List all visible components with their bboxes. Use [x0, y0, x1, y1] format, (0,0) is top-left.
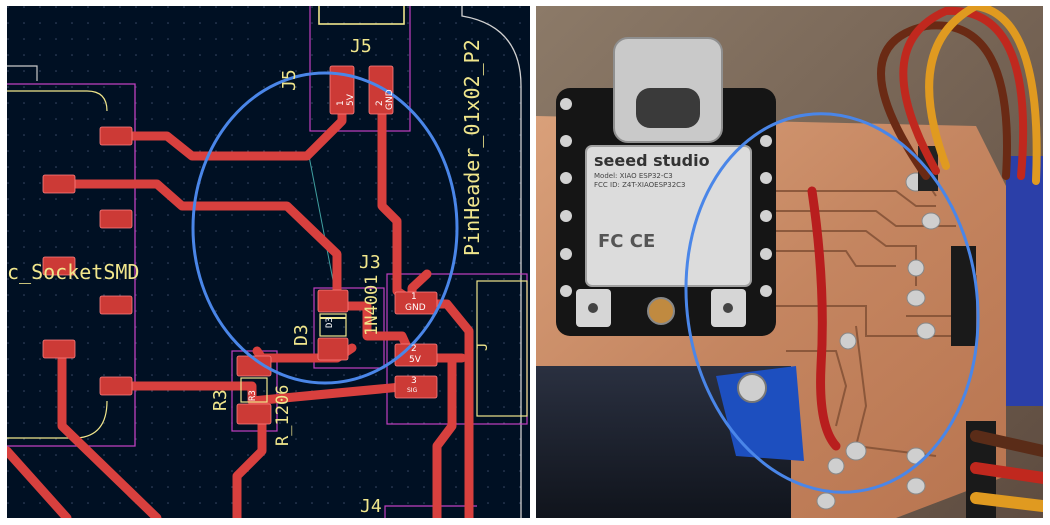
socket-footprint-label: c_SocketSMD — [7, 260, 140, 284]
r3-pad-1 — [236, 355, 272, 377]
module-fcc-text: FCC ID: Z4T-XIAOESP32C3 — [594, 181, 686, 189]
j3-pin2-num: 2 — [411, 344, 417, 354]
j5-ref-label: J5 — [350, 36, 372, 57]
j5-side-label: J5 — [279, 69, 300, 91]
j5-pad-2 — [368, 65, 394, 115]
j5-courtyard — [309, 6, 411, 132]
j5-pin2-num: 2 — [375, 100, 385, 106]
d3-pad-text: D3 — [325, 317, 335, 328]
j3-pin1-name: GND — [405, 303, 426, 313]
servo-body — [1006, 156, 1043, 406]
j3-pin2-name: 5V — [409, 355, 421, 365]
r3-pad-text: R3 — [248, 390, 258, 401]
d3-value-label: 1N4001 — [362, 274, 382, 336]
j3-pad-3 — [394, 375, 438, 399]
board-photo — [536, 6, 1043, 518]
module-cert-logos: FC CE — [598, 231, 656, 252]
j5-pad-1 — [329, 65, 355, 115]
r3-value-label: R_1206 — [273, 384, 293, 446]
d3-courtyard — [313, 287, 385, 369]
j5-pin2-name: GND — [385, 89, 395, 110]
j3-pin3-name: SIG — [407, 387, 418, 394]
pcb-editor-view[interactable]: J5 J5 PinHeader_01x02_P2 c_SocketSMD J3 … — [7, 6, 530, 518]
j3-ref-label: J3 — [359, 252, 381, 273]
highlight-ellipse-left — [191, 71, 459, 385]
j3-pin3-num: 3 — [411, 376, 417, 386]
board-photo-view: seeed studio Model: XIAO ESP32-C3 FCC ID… — [536, 6, 1043, 518]
r3-ref-label: R3 — [210, 389, 231, 411]
highlight-ellipse-right — [684, 112, 980, 494]
j3-side-label: J — [475, 342, 491, 351]
xiao-shield — [585, 145, 752, 287]
board-edge-outline — [7, 65, 38, 81]
servo-wires-bottom — [970, 430, 1043, 512]
board-edge-outline-right — [461, 6, 522, 518]
r3-pad-2 — [236, 403, 272, 425]
j3-silkscreen-box — [476, 280, 528, 417]
j4-ref-label: J4 — [360, 496, 382, 517]
pcb-canvas[interactable] — [7, 6, 530, 518]
j5-pin1-name: 5V — [346, 94, 356, 106]
red-jumper-wire — [807, 186, 841, 451]
j5-silkscreen-box — [318, 6, 405, 25]
smd-pads — [42, 65, 438, 425]
module-model-text: Model: XIAO ESP32-C3 — [594, 172, 673, 180]
j3-pad-1 — [394, 291, 438, 315]
j5-pin1-num: 1 — [336, 100, 346, 106]
module-brand-text: seeed studio — [594, 151, 710, 170]
d3-pad-2 — [317, 337, 349, 361]
servo-wires-top — [877, 6, 1041, 185]
j3-pin1-num: 1 — [411, 292, 417, 302]
ratsnest-line — [308, 155, 338, 302]
d3-ref-label: D3 — [291, 324, 312, 346]
pin-header-footprint-label: PinHeader_01x02_P2 — [460, 39, 484, 256]
socket-courtyard — [7, 83, 136, 447]
d3-pad-1 — [317, 289, 349, 313]
